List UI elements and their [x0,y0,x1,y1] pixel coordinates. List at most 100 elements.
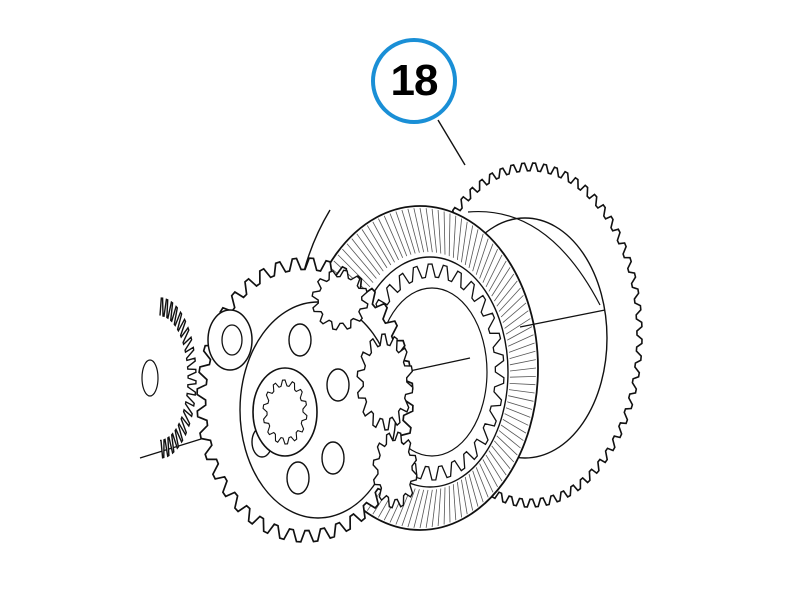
friction-hatch-line [419,489,429,529]
friction-hatch-line [395,211,412,255]
friction-hatch-line [485,254,503,288]
friction-hatch-line [378,218,399,261]
part-number-label: 18 [390,56,439,105]
friction-hatch-line [504,413,529,426]
friction-hatch-line [468,229,479,268]
friction-hatch-line [496,435,518,456]
carrier-hole [286,461,310,495]
friction-hatch-line [508,389,535,394]
friction-hatch-line [507,326,533,341]
friction-hatch-line [389,213,408,257]
friction-hatch-line [425,489,433,528]
friction-hatch-line [509,367,537,372]
carrier-hole [288,323,312,357]
friction-hatch-line [413,208,425,253]
friction-hatch-line [494,440,515,463]
washer-inner [221,324,243,356]
carrier-hole [326,368,350,402]
friction-hatch-line [437,209,442,254]
friction-hatch-line [346,243,377,279]
planet-gear [372,431,418,509]
friction-hatch-line [488,260,507,292]
left-shaft-gear [141,297,197,459]
friction-hatch-line [502,419,527,434]
friction-hatch-line [337,254,371,288]
friction-hatch-line [401,209,416,254]
friction-hatch-line [509,376,536,378]
friction-hatch-line [356,233,384,272]
friction-hatch-line [425,208,433,253]
friction-hatch-line [461,479,468,515]
friction-hatch-line [509,350,536,359]
friction-hatch-line [452,484,457,521]
friction-hatch-line [488,450,507,476]
friction-hatch-line [452,215,457,258]
friction-hatch-line [479,243,494,279]
friction-hatch-line [437,488,442,527]
friction-hatch-line [502,302,527,323]
friction-hatch-line [342,248,374,283]
friction-hatch-line [475,467,489,498]
friction-hatch-line [413,489,425,528]
friction-hatch-line [475,238,489,275]
friction-hatch-line [500,295,524,318]
friction-hatch-line [457,218,462,260]
friction-hatch-line [457,482,462,518]
left-gear-hub [141,359,159,397]
friction-hatch-line [493,273,515,302]
callout-leader-line [437,119,466,166]
friction-hatch-line [498,430,521,449]
friction-hatch-line [468,473,479,507]
friction-hatch-line [508,395,534,402]
friction-hatch-line [464,476,474,511]
friction-hatch-line [509,359,536,366]
friction-hatch-line [401,488,416,527]
carrier-hub-spline [262,379,308,445]
friction-hatch-line [500,424,524,441]
friction-hatch-line [351,238,381,275]
carrier-holes [251,323,350,495]
friction-hatch-line [482,248,498,283]
friction-hatch-line [496,280,518,307]
friction-hatch-line [443,487,446,525]
friction-hatch-line [443,211,446,255]
friction-hatch-line [472,470,484,503]
carrier-hole [321,441,345,475]
friction-hatch-line [448,485,451,523]
friction-hatch-line [431,208,437,253]
planet-gear [356,333,414,431]
friction-hatch-line [448,213,451,257]
friction-hatch-line [508,334,534,347]
thrust-washer [207,309,253,371]
friction-hatch-line [407,489,420,528]
planet-gears [311,269,418,509]
friction-hatch-line [407,208,420,253]
friction-hatch-line [366,225,392,266]
outer-plate-inner-rim [467,210,601,306]
friction-hatch-line [419,207,429,253]
friction-hatch-line [372,221,395,263]
friction-hatch-line [505,318,531,335]
friction-hatch-line [472,233,484,272]
friction-hatch-line [508,342,535,353]
part-callout-18: 18 [371,38,457,124]
planet-gear [311,269,369,331]
friction-hatch-line [479,463,494,493]
friction-hatch-line [482,459,498,488]
friction-hatch-line [507,401,533,410]
friction-hatch-line [504,310,529,329]
friction-hatch-line [431,489,437,528]
friction-hatch-line [485,454,503,482]
friction-hatch-line [491,267,511,297]
friction-hatch-line [361,229,388,269]
friction-hatch-line [491,445,511,469]
friction-hatch-line [498,287,521,312]
friction-hatch-line [383,215,404,258]
left-gear-teeth [159,297,197,459]
friction-hatch-line [461,221,468,263]
friction-hatch-line [333,260,368,292]
friction-hatch-line [509,383,536,386]
friction-hatch-line [464,225,474,266]
friction-hatch-line [505,407,531,418]
